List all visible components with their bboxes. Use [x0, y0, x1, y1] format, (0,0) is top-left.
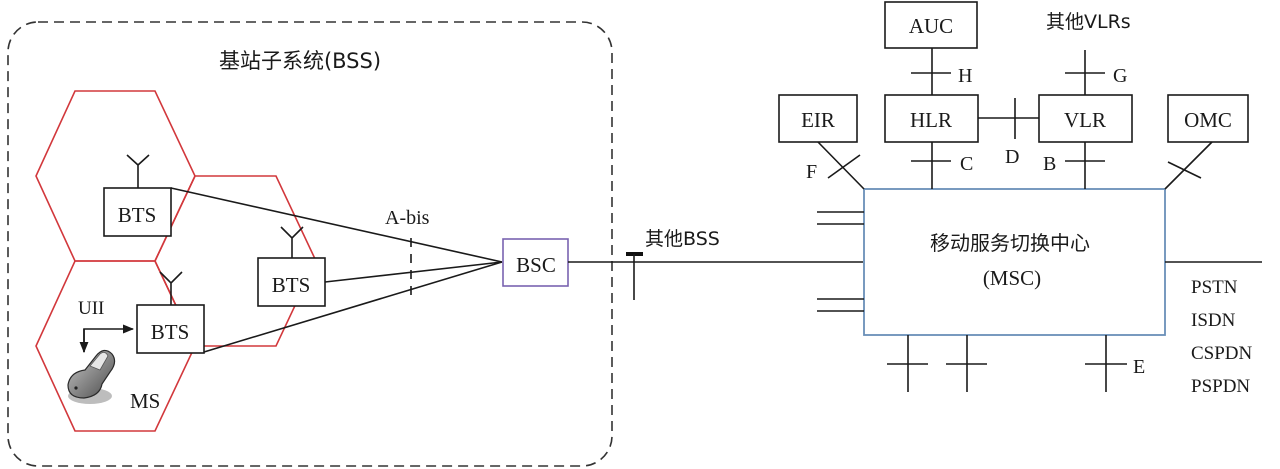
- cell-hexagon-3: [35, 260, 196, 432]
- bts-label: BTS: [151, 320, 190, 344]
- abis-link-1: [170, 187, 503, 263]
- bss-title: 基站子系统(BSS): [219, 49, 381, 73]
- bts-label: BTS: [118, 203, 157, 227]
- e-interface-stub: [1085, 335, 1127, 392]
- msc-title: 移动服务切换中心: [930, 231, 1090, 255]
- abis-label: A-bis: [385, 207, 430, 229]
- network-pspdn: PSPDN: [1191, 376, 1250, 397]
- vlr-box: [1038, 94, 1133, 143]
- other-bss-label: 其他BSS: [645, 228, 720, 250]
- bts-2: BTS: [257, 226, 326, 307]
- bts-label: BTS: [272, 273, 311, 297]
- omc-box: [1167, 94, 1249, 143]
- c-interface-link: [911, 142, 951, 189]
- g-interface-link: [1065, 50, 1105, 95]
- interface-f-label: F: [806, 161, 817, 183]
- antenna-icon: [280, 226, 304, 258]
- network-pstn: PSTN: [1191, 277, 1238, 298]
- abis-link-3: [203, 261, 503, 353]
- interface-d-label: D: [1005, 146, 1019, 168]
- h-interface-link: [911, 48, 951, 95]
- d-interface: D: [978, 98, 1039, 168]
- um-link-arrow: [83, 324, 135, 352]
- interface-g-label: G: [1113, 65, 1127, 87]
- bss-dashed-box: [7, 21, 613, 467]
- eir-label: EIR: [801, 108, 835, 132]
- vlr-label: VLR: [1064, 108, 1106, 132]
- bsc-box: [502, 238, 569, 287]
- bts-3: BTS: [136, 271, 205, 354]
- abis-link-2: [324, 261, 503, 283]
- ms-label: MS: [130, 389, 160, 413]
- bts-1: BTS: [103, 154, 172, 237]
- msc-box: [863, 188, 1166, 336]
- f-interface-link: [817, 141, 865, 190]
- bts-box: [103, 187, 172, 237]
- auc-label: AUC: [909, 14, 953, 38]
- network-cspdn: CSPDN: [1191, 343, 1253, 364]
- a-interface: 其他BSS: [568, 228, 863, 300]
- omc-link: [1164, 141, 1213, 190]
- bts-box: [136, 304, 205, 354]
- external-networks: PSTN ISDN CSPDN PSPDN: [1191, 277, 1253, 397]
- msc-subtitle: (MSC): [983, 266, 1041, 290]
- bsc: BSC: [502, 238, 569, 287]
- interface-c-label: C: [960, 153, 973, 175]
- interface-b-label: B: [1043, 153, 1056, 175]
- bss-boundary: 基站子系统(BSS): [7, 21, 613, 467]
- other-vlrs-label: 其他VLRs: [1046, 11, 1131, 33]
- bsc-label: BSC: [516, 253, 556, 277]
- cell-hexagon-2: [154, 175, 317, 347]
- eir-box: [778, 94, 858, 143]
- antenna-icon: [126, 154, 150, 188]
- mobile-phone-icon: [67, 349, 116, 404]
- d-interface-link: [978, 98, 1039, 139]
- msc-bottom-stub: [946, 335, 987, 392]
- interface-h-label: H: [958, 65, 972, 87]
- b-interface-link: [1065, 142, 1105, 189]
- omc-label: OMC: [1184, 108, 1232, 132]
- bts-box: [257, 257, 326, 307]
- antenna-icon: [159, 271, 183, 305]
- abis-links: A-bis: [170, 187, 503, 353]
- eir: EIR F: [778, 94, 865, 190]
- hlr-label: HLR: [910, 108, 952, 132]
- interface-e-label: E: [1133, 356, 1145, 378]
- hlr-box: [884, 94, 979, 143]
- mobile-station: UII MS: [67, 298, 160, 413]
- msc: 移动服务切换中心 (MSC) E: [817, 188, 1262, 392]
- network-isdn: ISDN: [1191, 310, 1236, 331]
- vlr: VLR B G 其他VLRs: [1038, 11, 1133, 189]
- um-interface-label: UII: [78, 298, 104, 319]
- hlr: HLR C: [884, 94, 979, 189]
- omc: OMC: [1164, 94, 1249, 190]
- auc-box: [884, 1, 978, 49]
- msc-bottom-stub: [887, 335, 928, 392]
- auc: AUC H: [884, 1, 978, 95]
- cells: [35, 90, 317, 432]
